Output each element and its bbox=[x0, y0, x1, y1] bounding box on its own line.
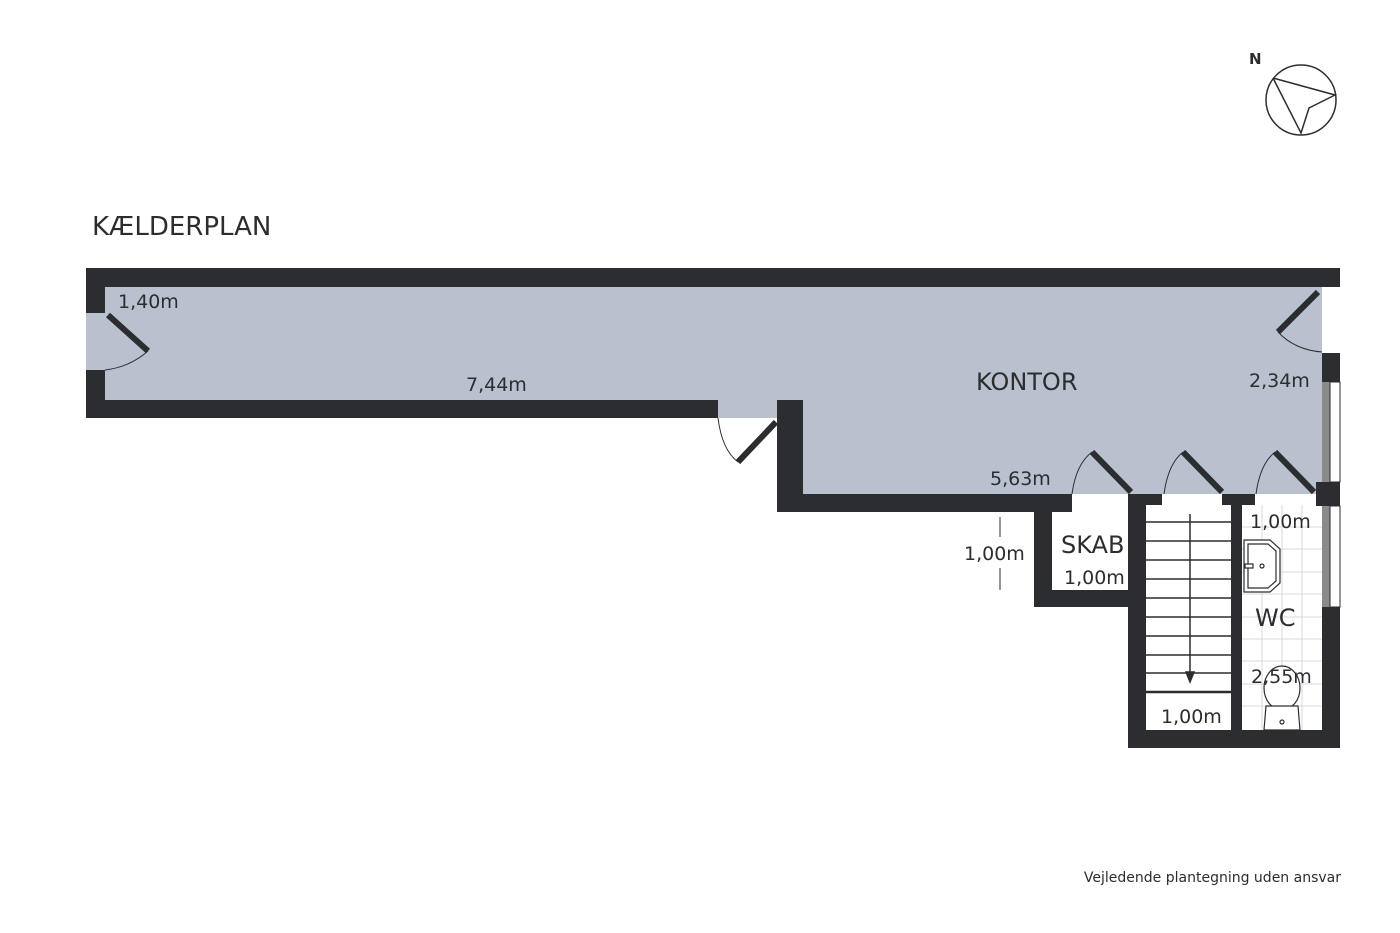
disclaimer-footer: Vejledende plantegning uden ansvar bbox=[1084, 870, 1341, 886]
room-label-wc: WC bbox=[1255, 604, 1296, 632]
door-wc[interactable] bbox=[1255, 449, 1317, 495]
dimension-stairs: 1,00m bbox=[1161, 706, 1222, 728]
dimension-left-width: 1,40m bbox=[118, 291, 179, 313]
dimension-right-width: 2,34m bbox=[1249, 370, 1310, 392]
compass-icon bbox=[1265, 64, 1338, 136]
dimension-kontor-length: 5,63m bbox=[990, 468, 1051, 490]
dimension-side-measure: 1,00m bbox=[964, 543, 1025, 565]
dimension-wc-bottom: 2,55m bbox=[1251, 666, 1312, 688]
staircase bbox=[1146, 514, 1231, 694]
dimension-wc-top: 1,00m bbox=[1250, 511, 1311, 533]
page-title: KÆLDERPLAN bbox=[92, 212, 271, 242]
door-skab[interactable] bbox=[1071, 449, 1134, 495]
door-corridor[interactable] bbox=[717, 417, 779, 465]
wc-tiles bbox=[1242, 505, 1322, 730]
floor-areas bbox=[86, 287, 1322, 494]
room-label-kontor: KONTOR bbox=[976, 368, 1078, 396]
doors bbox=[104, 289, 1323, 495]
toilet-icon bbox=[1263, 665, 1301, 731]
kontor-floor-south bbox=[803, 400, 1322, 494]
dimension-corridor-length: 7,44m bbox=[466, 374, 527, 396]
kontor-floor bbox=[86, 287, 1322, 400]
dimension-skab: 1,00m bbox=[1064, 567, 1125, 589]
room-label-skab: SKAB bbox=[1061, 531, 1124, 559]
window bbox=[1322, 382, 1330, 482]
door-stairs[interactable] bbox=[1163, 449, 1225, 495]
door-west[interactable] bbox=[104, 312, 151, 371]
window bbox=[1322, 506, 1330, 607]
compass-north-label: N bbox=[1249, 50, 1262, 68]
windows bbox=[1322, 381, 1341, 608]
door-east[interactable] bbox=[1275, 289, 1323, 353]
sink-icon bbox=[1243, 539, 1281, 593]
walls bbox=[86, 268, 1340, 748]
